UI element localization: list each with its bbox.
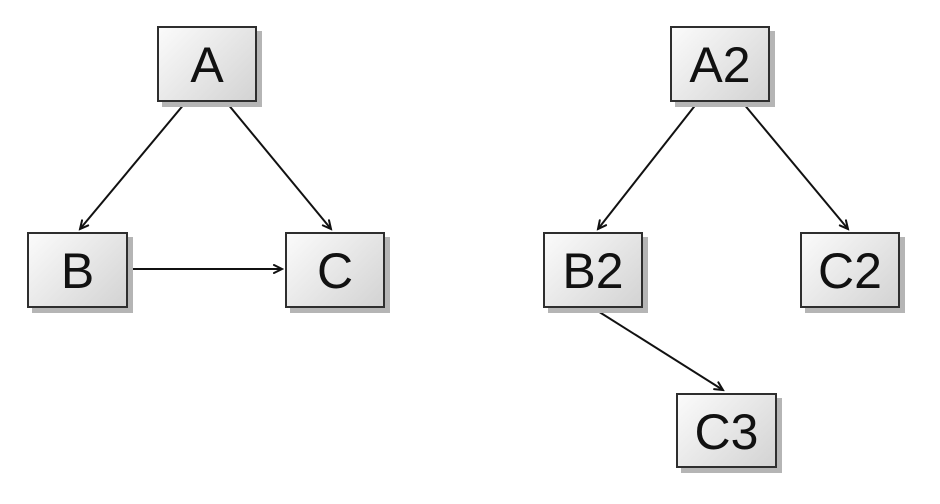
node-C[interactable]: C <box>285 232 385 308</box>
node-label: B <box>60 243 95 299</box>
node-label: B2 <box>562 243 624 299</box>
node-label: C2 <box>818 243 882 299</box>
node-B2[interactable]: B2 <box>543 232 643 308</box>
node-A2[interactable]: A2 <box>670 26 770 102</box>
node-label: C3 <box>694 403 759 460</box>
edge-A-B[interactable] <box>80 102 186 229</box>
node-C2[interactable]: C2 <box>800 232 900 308</box>
node-C3[interactable]: C3 <box>676 393 777 468</box>
node-label: A2 <box>689 37 751 93</box>
node-B[interactable]: B <box>27 232 128 308</box>
edge-A2-B2[interactable] <box>598 102 698 229</box>
edge-A-C[interactable] <box>226 102 331 229</box>
node-label: C <box>316 243 354 299</box>
edge-A2-C2[interactable] <box>742 102 848 229</box>
node-A[interactable]: A <box>157 26 257 102</box>
edge-B2-C3[interactable] <box>592 307 723 390</box>
node-label: A <box>190 37 224 93</box>
